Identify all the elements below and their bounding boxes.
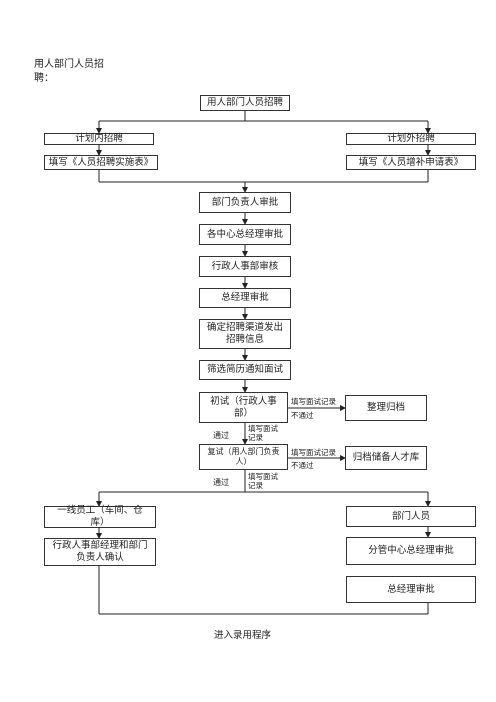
label-fill-record-2: 填写面试记录 <box>248 424 278 442</box>
label-pass-1: 通过 <box>213 431 229 440</box>
node-channel: 确定招聘渠道发出招聘信息 <box>199 319 291 349</box>
node-plan-out: 计划外招聘 <box>346 133 476 145</box>
node-archive: 整理归档 <box>345 395 427 421</box>
node-first-interview: 初试（行政人事部） <box>199 392 288 423</box>
node-top: 用人部门人员招聘 <box>200 95 290 111</box>
end-text: 进入录用程序 <box>214 630 272 641</box>
node-plan-in: 计划内招聘 <box>44 133 154 145</box>
intro-text: 用人部门人员招聘： <box>34 59 104 84</box>
node-form-out: 填写《人员增补申请表》 <box>346 155 476 170</box>
label-pass-2: 通过 <box>213 478 229 487</box>
node-gm-approve2: 总经理审批 <box>346 576 476 603</box>
node-dept-head: 部门负责人审批 <box>199 192 291 213</box>
label-fail-1: 不通过 <box>291 411 314 420</box>
node-talent-pool: 归档储备人才库 <box>345 446 427 470</box>
node-frontline: 一线员工（车间、仓库） <box>44 505 156 528</box>
node-gm-approve: 总经理审批 <box>199 288 291 308</box>
node-hr-review: 行政人事部审核 <box>199 256 291 277</box>
label-fill-record-4: 填写面试记录 <box>248 472 278 490</box>
node-center-gm: 各中心总经理审批 <box>199 224 291 245</box>
label-fill-record-3: 填写面试记录 <box>291 448 336 457</box>
node-form-in: 填写《人员招聘实施表》 <box>44 155 158 170</box>
label-fill-record-1: 填写面试记录 <box>291 397 336 406</box>
node-center-gm2: 分管中心总经理审批 <box>346 537 476 565</box>
node-dept-staff: 部门人员 <box>346 506 476 527</box>
node-second-interview: 复试（用人部门负责人） <box>199 444 288 470</box>
node-screen: 筛选简历通知面试 <box>199 360 291 380</box>
label-fail-2: 不通过 <box>291 461 314 470</box>
node-hr-confirm: 行政人事部经理和部门负责人确认 <box>44 538 156 566</box>
